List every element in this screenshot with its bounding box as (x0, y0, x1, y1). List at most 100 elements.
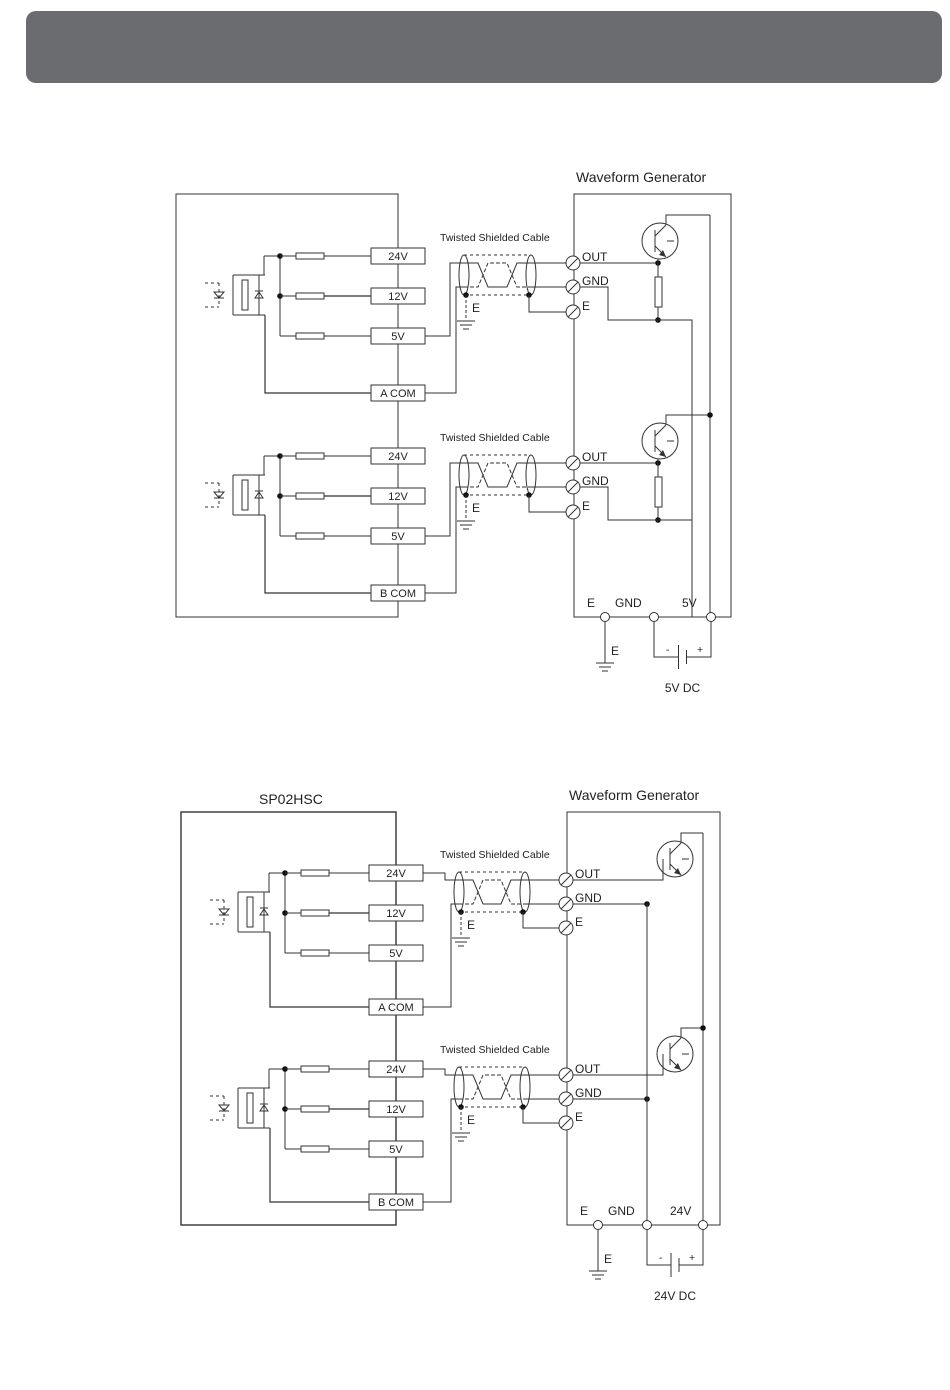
common-terminal-label: A COM (378, 1002, 413, 1014)
common-wire (423, 904, 459, 1007)
screw-terminal (559, 873, 573, 887)
input-terminal-label: 12V (386, 908, 406, 920)
opto-resistor (242, 480, 248, 510)
input-terminal-label: 12V (386, 1104, 406, 1116)
input-terminal-label: 24V (388, 451, 408, 463)
psu-label: 5V DC (665, 681, 701, 695)
twisted-shielded-cable (459, 455, 536, 495)
twisted-wire (459, 880, 525, 904)
generator-terminal-gnd: GND (582, 474, 609, 488)
screw-terminal (566, 505, 580, 519)
junction-dot (700, 1025, 706, 1031)
generator-terminal-gnd: GND (575, 891, 602, 905)
screw-terminal (559, 897, 573, 911)
screw-terminal (559, 1068, 573, 1082)
screw-terminal (559, 1116, 573, 1130)
cable-shield-end (454, 1067, 464, 1107)
screw-terminal (559, 1092, 573, 1106)
bottom-terminal-gnd: GND (615, 596, 642, 610)
dc-supply: - +24V DC (647, 1229, 703, 1303)
generator-title: Waveform Generator (569, 787, 700, 803)
input-terminal-label: 5V (389, 948, 403, 960)
twisted-wire (464, 463, 531, 487)
input-resistor (301, 1146, 329, 1152)
transistor-icon (657, 1036, 693, 1072)
twisted-wire (459, 1075, 525, 1099)
common-terminal-label: A COM (380, 388, 415, 400)
transistor-icon (642, 423, 678, 459)
diagram-2: SP02HSCWaveform Generator24V12V5VA COMTw… (181, 787, 720, 1303)
psu-plus: + (689, 1252, 695, 1264)
generator-terminal-out: OUT (575, 1062, 601, 1076)
screw-terminal (566, 280, 580, 294)
input-resistor (296, 333, 324, 339)
twisted-shielded-cable (454, 1067, 530, 1107)
generator-terminal-e: E (575, 915, 583, 929)
dc-supply: -+5V DC (654, 621, 711, 695)
twisted-shielded-cable (454, 872, 530, 912)
cable-shield-end (454, 872, 464, 912)
shield-label: E (472, 301, 480, 315)
screw-terminal (559, 921, 573, 935)
common-wire (425, 487, 464, 593)
opto-resistor (242, 280, 248, 310)
screw-terminal (566, 456, 580, 470)
cable-label: Twisted Shielded Cable (440, 849, 550, 861)
bottom-terminal-ring (594, 1221, 603, 1230)
signal-wire (425, 463, 464, 536)
generator-terminal-e: E (582, 499, 590, 513)
twisted-wire (464, 263, 531, 287)
input-terminal-label: 5V (391, 331, 405, 343)
screw-terminal (566, 256, 580, 270)
signal-wire (425, 263, 464, 336)
cable-shield-end (526, 455, 536, 495)
cable-label: Twisted Shielded Cable (440, 1044, 550, 1056)
wire (529, 495, 566, 512)
bottom-terminal-gnd: GND (608, 1204, 635, 1218)
input-resistor (296, 493, 324, 499)
cable-label: Twisted Shielded Cable (440, 432, 550, 444)
input-resistor (301, 1106, 329, 1112)
twisted-wire (464, 463, 531, 487)
shield-ground-icon (457, 521, 475, 529)
input-terminal-label: 12V (388, 491, 408, 503)
cable-shield-end (459, 455, 469, 495)
common-terminal-label: B COM (378, 1197, 414, 1209)
generator-terminal-out: OUT (582, 450, 608, 464)
psu-minus: - (659, 1252, 663, 1264)
bottom-terminal-ring (650, 613, 659, 622)
psu-minus: - (666, 644, 670, 656)
shield-label: E (467, 918, 475, 932)
bottom-terminal-ring (601, 613, 610, 622)
generator-title: Waveform Generator (576, 169, 707, 185)
input-resistor (296, 253, 324, 259)
earth-label: E (611, 644, 619, 658)
wire (523, 1107, 559, 1123)
twisted-wire (459, 880, 525, 904)
psu-label: 24V DC (654, 1289, 696, 1303)
common-terminal: B COM (369, 1194, 423, 1210)
pullup-resistor (655, 277, 662, 307)
bottom-terminal-5v: 5V (682, 596, 697, 610)
transistor-icon (657, 841, 693, 877)
input-resistor (301, 950, 329, 956)
common-terminal-label: B COM (380, 588, 416, 600)
common-wire (425, 287, 464, 393)
input-resistor (301, 910, 329, 916)
input-resistor (296, 533, 324, 539)
screw-terminal (566, 305, 580, 319)
opto-resistor (247, 1093, 253, 1123)
input-resistor (296, 453, 324, 459)
input-resistor (301, 870, 329, 876)
input-resistor (301, 1066, 329, 1072)
bottom-terminal-ring (643, 1221, 652, 1230)
bottom-terminal-ring (699, 1221, 708, 1230)
cable-shield-end (520, 872, 530, 912)
input-terminal-label: 24V (386, 1064, 406, 1076)
pullup-resistor (655, 477, 662, 507)
bottom-terminal-24v: 24V (670, 1204, 691, 1218)
twisted-shielded-cable (459, 255, 536, 295)
shield-ground-icon (457, 321, 475, 329)
cable-shield-end (526, 255, 536, 295)
